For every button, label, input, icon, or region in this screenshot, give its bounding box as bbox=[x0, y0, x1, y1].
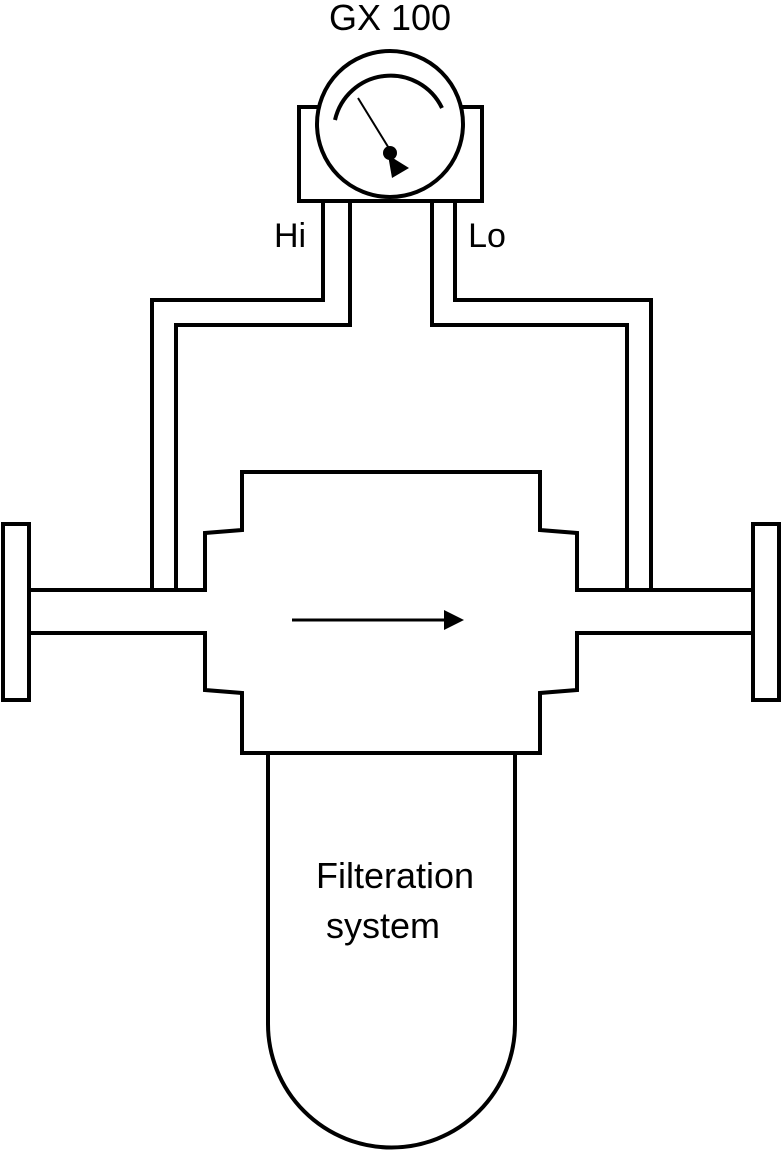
gauge-needle-tail bbox=[388, 155, 409, 178]
low-line-inner bbox=[430, 201, 629, 590]
body-top-outline bbox=[29, 470, 753, 592]
gauge-title: GX 100 bbox=[329, 0, 451, 38]
flow-arrow-icon bbox=[444, 610, 464, 630]
outlet-flange bbox=[751, 522, 781, 702]
high-port-label: Hi bbox=[274, 217, 306, 255]
filter-label-line2: system bbox=[326, 905, 440, 946]
filter-label-line1: Filteration bbox=[316, 855, 474, 896]
body-bottom-outline bbox=[29, 631, 753, 755]
gauge-scale-arc bbox=[333, 73, 444, 121]
low-port-label: Lo bbox=[468, 217, 506, 255]
filter-body bbox=[1, 470, 781, 755]
gauge-mount bbox=[297, 49, 484, 203]
inlet-flange bbox=[1, 522, 31, 702]
gauge-pivot bbox=[383, 146, 397, 160]
filter-canister bbox=[266, 753, 517, 1150]
high-line-inner bbox=[174, 201, 352, 590]
low-line-outer bbox=[453, 201, 653, 590]
impulse-lines bbox=[150, 201, 653, 590]
high-line-outer bbox=[150, 201, 325, 590]
gauge-needle bbox=[357, 97, 391, 151]
gauge-dial bbox=[315, 49, 465, 199]
